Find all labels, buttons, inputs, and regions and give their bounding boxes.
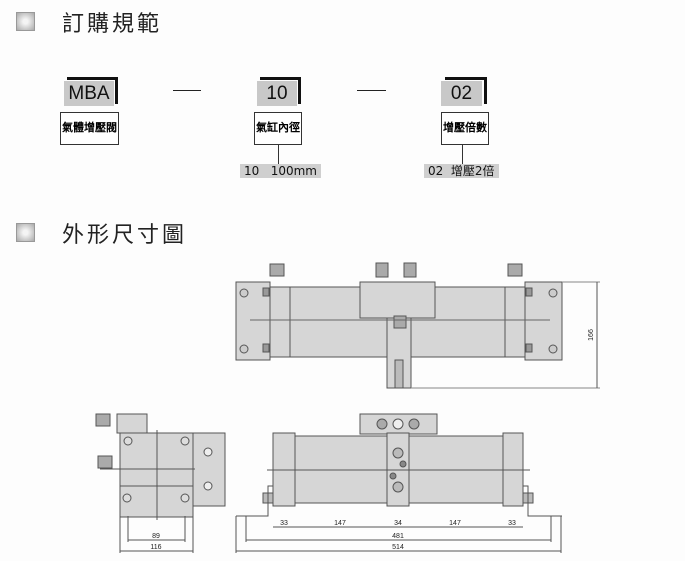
top-view — [235, 262, 600, 389]
dim-33-right: 33 — [508, 520, 516, 527]
separator-dash — [173, 90, 201, 91]
bore-option: 10 100mm — [240, 164, 321, 178]
code-corner — [445, 77, 487, 104]
dimensions-title: 外形尺寸圖 — [62, 223, 188, 248]
code-corner — [260, 77, 301, 104]
dim-147-right: 147 — [449, 520, 461, 527]
section-bullet-icon — [16, 12, 35, 31]
front-view — [235, 413, 562, 553]
section-bullet-icon — [16, 223, 35, 242]
code-corner — [67, 77, 118, 104]
model-code: MBA — [64, 81, 114, 106]
dim-height: 166 — [588, 329, 595, 341]
separator-dash — [357, 90, 386, 91]
leader-line — [278, 144, 279, 164]
model-desc: 氣體增壓閥 — [60, 112, 119, 145]
ordering-title: 訂購規範 — [62, 12, 163, 37]
dim-34: 34 — [394, 520, 402, 527]
dim-33-left: 33 — [280, 520, 288, 527]
dim-89: 89 — [152, 533, 160, 540]
dim-147-left: 147 — [334, 520, 346, 527]
side-view — [95, 413, 226, 553]
leader-line — [462, 144, 463, 164]
dim-116: 116 — [150, 544, 161, 551]
ratio-desc: 增壓倍數 — [441, 112, 489, 145]
ratio-code: 02 — [441, 81, 482, 106]
bore-code: 10 — [257, 81, 297, 106]
ratio-option: 02 增壓2倍 — [424, 164, 499, 178]
dim-481: 481 — [392, 533, 404, 540]
dim-514: 514 — [392, 544, 404, 551]
bore-desc: 氣缸內徑 — [254, 112, 302, 145]
